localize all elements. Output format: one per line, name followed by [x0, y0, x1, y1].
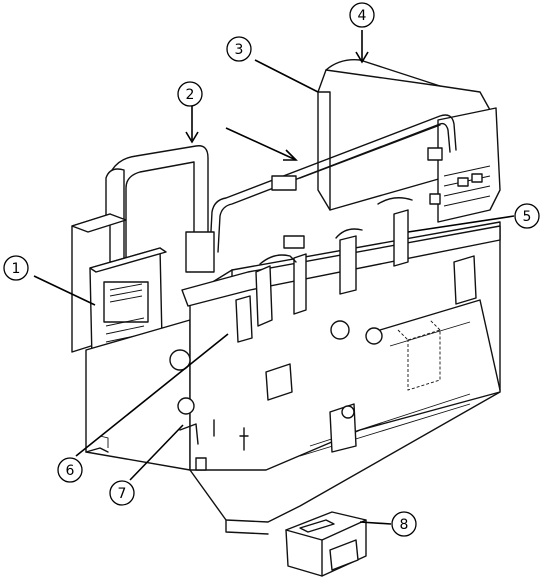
callout-5: 5	[514, 203, 540, 229]
callout-7: 7	[109, 480, 135, 506]
leader-6	[75, 333, 229, 457]
leader-5	[407, 215, 515, 233]
arrow-4	[355, 51, 369, 64]
top-guard-rail	[209, 114, 457, 253]
leader-8	[359, 521, 392, 525]
work-stations	[169, 175, 477, 471]
arrow-3b	[283, 149, 298, 161]
callout-2-label: 2	[186, 87, 195, 103]
rear-cover-housing	[317, 59, 501, 223]
leader-3b	[225, 127, 297, 161]
callout-6-label: 6	[66, 463, 75, 479]
arrow-2	[185, 131, 199, 144]
callout-4: 4	[349, 2, 375, 28]
callout-1: 1	[3, 255, 29, 281]
callout-3: 3	[226, 36, 252, 62]
callout-7-label: 7	[118, 486, 127, 502]
callout-2: 2	[177, 81, 203, 107]
callout-5-label: 5	[523, 209, 532, 225]
callout-8: 8	[391, 511, 417, 537]
leader-1	[33, 275, 96, 306]
foot-pedal	[285, 511, 367, 577]
callout-4-label: 4	[358, 8, 367, 24]
callout-6: 6	[57, 457, 83, 483]
callout-leaders	[33, 30, 515, 525]
control-cabinet	[71, 213, 167, 424]
leader-7	[129, 424, 184, 481]
callout-3-label: 3	[235, 42, 244, 58]
callout-1-label: 1	[12, 261, 21, 277]
leader-3	[254, 59, 319, 93]
callout-8-label: 8	[400, 517, 409, 533]
